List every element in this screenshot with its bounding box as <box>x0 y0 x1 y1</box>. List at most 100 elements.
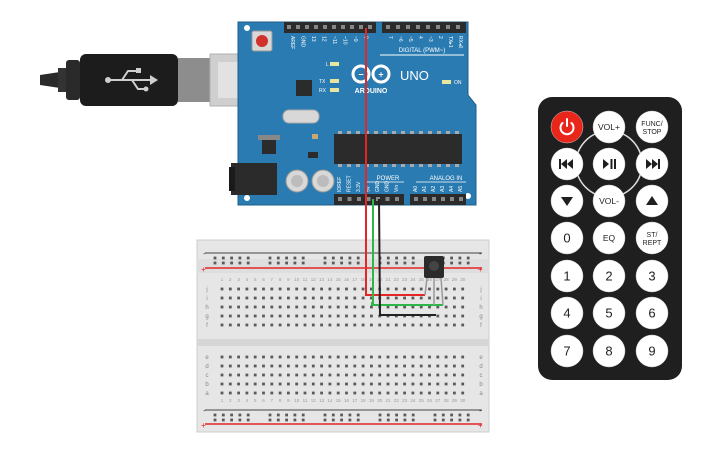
breadboard-hole[interactable] <box>419 382 423 386</box>
breadboard-hole[interactable] <box>301 256 305 260</box>
breadboard-hole[interactable] <box>295 382 299 386</box>
breadboard-hole[interactable] <box>444 391 448 395</box>
breadboard-hole[interactable] <box>287 382 290 386</box>
breadboard-hole[interactable] <box>228 364 232 368</box>
breadboard-hole[interactable] <box>220 373 224 377</box>
breadboard-hole[interactable] <box>411 364 415 368</box>
wire-green[interactable] <box>371 199 443 306</box>
breadboard-hole[interactable] <box>394 364 398 368</box>
breadboard-hole[interactable] <box>394 305 398 309</box>
breadboard-hole[interactable] <box>378 355 382 359</box>
breadboard-hole[interactable] <box>228 287 232 291</box>
header-pin[interactable] <box>450 197 454 201</box>
breadboard-hole[interactable] <box>311 287 315 291</box>
breadboard-hole[interactable] <box>320 287 323 291</box>
breadboard-hole[interactable] <box>403 296 406 300</box>
breadboard-hole[interactable] <box>331 413 335 417</box>
header-pin[interactable] <box>426 25 430 29</box>
breadboard-hole[interactable] <box>246 256 250 260</box>
breadboard-hole[interactable] <box>419 364 423 368</box>
breadboard-hole[interactable] <box>253 314 257 318</box>
breadboard-hole[interactable] <box>320 305 323 309</box>
breadboard-hole[interactable] <box>356 261 360 265</box>
breadboard-hole[interactable] <box>213 413 217 417</box>
breadboard-hole[interactable] <box>331 261 335 265</box>
breadboard-hole[interactable] <box>237 323 240 327</box>
breadboard-hole[interactable] <box>394 296 398 300</box>
breadboard-hole[interactable] <box>453 364 456 368</box>
breadboard-hole[interactable] <box>461 364 465 368</box>
breadboard-hole[interactable] <box>370 373 373 377</box>
breadboard-hole[interactable] <box>411 305 415 309</box>
breadboard-hole[interactable] <box>466 261 470 265</box>
breadboard-hole[interactable] <box>419 355 423 359</box>
breadboard-hole[interactable] <box>361 287 365 291</box>
breadboard-hole[interactable] <box>453 382 456 386</box>
breadboard-hole[interactable] <box>278 391 282 395</box>
header-pin[interactable] <box>414 197 418 201</box>
breadboard-hole[interactable] <box>270 305 274 309</box>
breadboard-hole[interactable] <box>370 355 373 359</box>
breadboard-hole[interactable] <box>461 373 465 377</box>
breadboard-hole[interactable] <box>253 373 257 377</box>
breadboard-hole[interactable] <box>295 314 299 318</box>
breadboard-hole[interactable] <box>441 413 445 417</box>
breadboard-hole[interactable] <box>395 413 398 417</box>
breadboard-hole[interactable] <box>411 256 415 260</box>
breadboard-hole[interactable] <box>444 373 448 377</box>
breadboard-hole[interactable] <box>370 382 373 386</box>
breadboard-hole[interactable] <box>461 355 465 359</box>
breadboard-hole[interactable] <box>403 256 407 260</box>
breadboard-hole[interactable] <box>419 323 423 327</box>
header-pin[interactable] <box>368 25 372 29</box>
breadboard-hole[interactable] <box>403 391 406 395</box>
breadboard-hole[interactable] <box>228 355 232 359</box>
breadboard-hole[interactable] <box>278 296 282 300</box>
breadboard-hole[interactable] <box>433 418 437 422</box>
header-pin[interactable] <box>338 197 342 201</box>
header-pin[interactable] <box>332 25 336 29</box>
breadboard-hole[interactable] <box>453 305 456 309</box>
breadboard-hole[interactable] <box>370 314 373 318</box>
breadboard-hole[interactable] <box>262 296 265 300</box>
breadboard-hole[interactable] <box>345 305 348 309</box>
breadboard-hole[interactable] <box>403 413 407 417</box>
breadboard-hole[interactable] <box>285 261 288 265</box>
breadboard-hole[interactable] <box>361 323 365 327</box>
breadboard-hole[interactable] <box>287 373 290 377</box>
breadboard-hole[interactable] <box>328 364 332 368</box>
breadboard-hole[interactable] <box>386 418 390 422</box>
breadboard-hole[interactable] <box>353 305 357 309</box>
breadboard-hole[interactable] <box>461 287 465 291</box>
remote-button-down[interactable] <box>550 184 584 218</box>
breadboard-hole[interactable] <box>311 391 315 395</box>
breadboard-hole[interactable] <box>285 413 288 417</box>
breadboard-hole[interactable] <box>444 314 448 318</box>
breadboard-hole[interactable] <box>403 382 406 386</box>
breadboard-hole[interactable] <box>394 355 398 359</box>
breadboard-hole[interactable] <box>340 256 343 260</box>
breadboard-hole[interactable] <box>323 256 327 260</box>
breadboard-hole[interactable] <box>453 296 456 300</box>
breadboard-hole[interactable] <box>336 391 340 395</box>
breadboard-hole[interactable] <box>237 373 240 377</box>
breadboard-hole[interactable] <box>323 418 327 422</box>
breadboard-hole[interactable] <box>303 391 307 395</box>
breadboard-hole[interactable] <box>328 373 332 377</box>
breadboard-hole[interactable] <box>253 364 257 368</box>
breadboard-hole[interactable] <box>295 305 299 309</box>
breadboard-hole[interactable] <box>268 261 272 265</box>
breadboard-hole[interactable] <box>361 314 365 318</box>
breadboard-hole[interactable] <box>295 287 299 291</box>
remote-button-vol-down[interactable]: VOL- <box>592 184 626 218</box>
remote-button-four[interactable]: 4 <box>550 296 584 330</box>
header-pin[interactable] <box>456 25 460 29</box>
breadboard-hole[interactable] <box>270 314 274 318</box>
breadboard-hole[interactable] <box>293 256 297 260</box>
breadboard-hole[interactable] <box>461 382 465 386</box>
breadboard-hole[interactable] <box>238 413 242 417</box>
breadboard-hole[interactable] <box>386 256 390 260</box>
breadboard-hole[interactable] <box>394 323 398 327</box>
breadboard-hole[interactable] <box>436 287 440 291</box>
breadboard-hole[interactable] <box>287 323 290 327</box>
